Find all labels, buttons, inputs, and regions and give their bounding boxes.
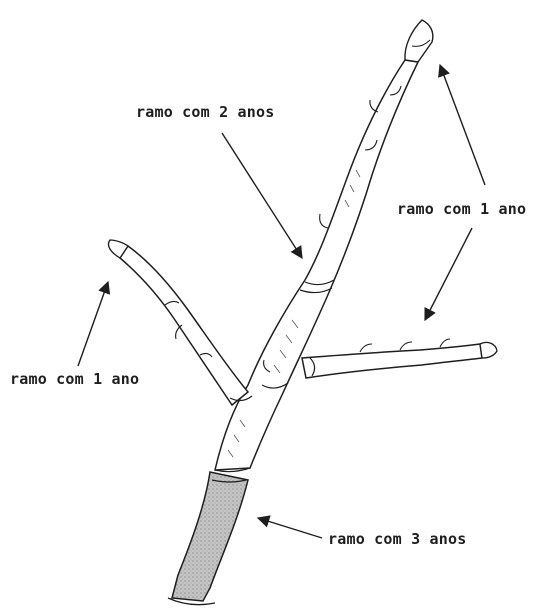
arrow-three-years <box>258 518 322 538</box>
right-one-year-shoot <box>302 339 497 378</box>
arrow-two-years <box>222 133 302 258</box>
label-three-year-branch: ramo com 3 anos <box>328 530 466 548</box>
label-one-year-left: ramo com 1 ano <box>10 370 139 388</box>
two-year-branch <box>215 60 418 470</box>
label-two-year-branch: ramo com 2 anos <box>136 103 274 121</box>
label-one-year-right: ramo com 1 ano <box>397 200 526 218</box>
arrow-one-year-right-down <box>425 228 472 320</box>
arrow-one-year-left <box>78 282 108 366</box>
top-terminal-bud <box>405 20 433 62</box>
arrow-one-year-right-up <box>440 65 485 185</box>
three-year-branch <box>168 468 250 605</box>
